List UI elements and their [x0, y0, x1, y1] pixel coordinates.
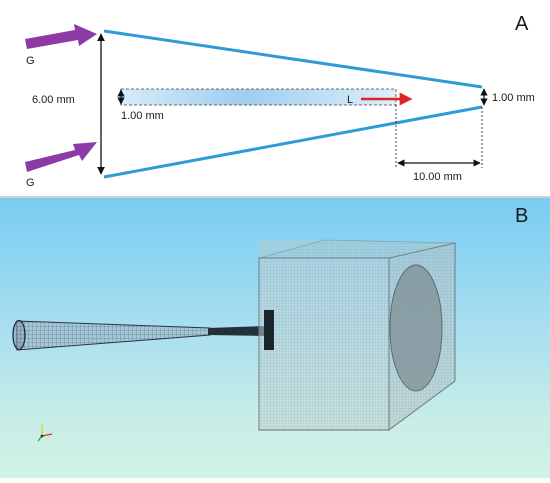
liquid-channel [120, 88, 397, 106]
outlet-channel [208, 326, 266, 336]
outlet-length-label: 10.00 mm [413, 171, 462, 183]
outlet-disc [389, 264, 443, 392]
nozzle-wall-top [103, 29, 483, 89]
gas-label-top: G [26, 55, 35, 67]
panel-a-letter: A [515, 13, 529, 35]
nozzle-cone-mesh [12, 319, 211, 351]
gas-arrow-bottom [25, 142, 97, 172]
domain-box-mesh [258, 239, 456, 431]
panel-b-letter: B [515, 205, 528, 227]
panel-a: A G G L 6.00 mm 1.00 mm 1.00 mm 10.00 mm [0, 0, 550, 196]
gas-label-bottom: G [26, 177, 35, 189]
panel-a-diagram: A G G L 6.00 mm 1.00 mm 1.00 mm 10.00 mm [25, 13, 535, 189]
channel-height-label: 1.00 mm [121, 110, 164, 122]
outlet-height-label: 1.00 mm [492, 92, 535, 104]
liquid-label: L [347, 94, 353, 106]
orientation-triad-icon [37, 424, 53, 442]
panel-divider [0, 196, 550, 198]
panel-b: B [0, 198, 550, 478]
nozzle-wall-bottom [103, 105, 483, 179]
gas-arrow-top [25, 24, 97, 49]
panel-b-mesh-render: B [12, 205, 528, 442]
inlet-patch [264, 310, 274, 350]
inlet-height-label: 6.00 mm [32, 94, 75, 106]
